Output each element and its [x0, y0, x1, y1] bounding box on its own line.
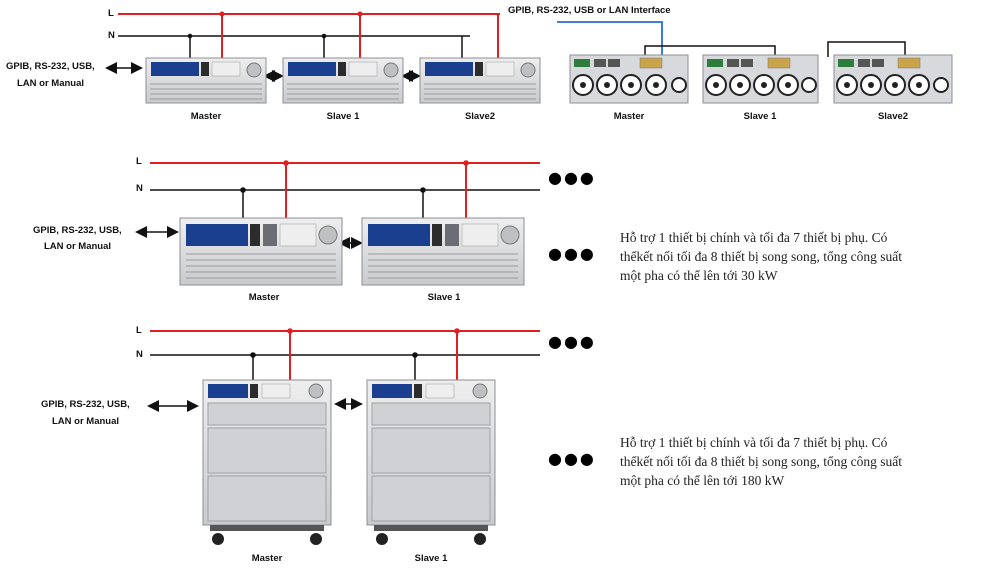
control-arrows: [105, 62, 421, 412]
caption-r2-master: Master: [248, 292, 280, 303]
row1-power-lines: [118, 11, 500, 58]
caption-r1-master: Master: [190, 111, 222, 122]
caption-r2-slave1: Slave 1: [427, 292, 461, 303]
description-30kw-line1: Hỗ trợ 1 thiết bị chính và tối đa 7 thiế…: [620, 230, 888, 245]
line-n-label-r1: N: [108, 30, 115, 41]
more-units-ellipsis-r3: ●●●: [548, 449, 596, 468]
description-30kw-line3: một pha có thể lên tới 30 kW: [620, 268, 778, 283]
control-label-r3-line1: GPIB, RS-232, USB,: [41, 399, 130, 410]
control-label-r1-line1: GPIB, RS-232, USB,: [6, 61, 95, 72]
unit-r1-slave2: [419, 57, 541, 104]
rear-unit-slave1: [702, 54, 819, 104]
description-180kw-line1: Hỗ trợ 1 thiết bị chính và tối đa 7 thiế…: [620, 435, 888, 450]
control-label-r2-line1: GPIB, RS-232, USB,: [33, 225, 122, 236]
caption-r3-slave1: Slave 1: [414, 553, 448, 564]
control-label-r2-line2: LAN or Manual: [44, 241, 112, 252]
interface-label: GPIB, RS-232, USB or LAN Interface: [508, 5, 671, 16]
unit-r1-slave1: [282, 57, 404, 104]
line-l-label-r2: L: [136, 156, 142, 167]
cabinet-r3-master: [202, 379, 332, 545]
unit-r2-master: [179, 217, 343, 286]
rear-unit-master: [569, 54, 689, 104]
row2-power-lines: [150, 160, 540, 220]
caption-r3-master: Master: [251, 553, 283, 564]
caption-rear-slave1: Slave 1: [743, 111, 777, 122]
caption-rear-master: Master: [613, 111, 645, 122]
more-units-ellipsis-r3-top: ●●●: [548, 332, 596, 351]
line-l-label-r1: L: [108, 8, 114, 19]
rear-unit-slave2: [833, 54, 953, 104]
description-180kw-line3: một pha có thể lên tới 180 kW: [620, 473, 785, 488]
more-units-ellipsis-r2: ●●●: [548, 244, 596, 263]
more-units-ellipsis-r2-top: ●●●: [548, 168, 596, 187]
description-180kw-line2: thểkết nối tối đa 8 thiết bị song song, …: [620, 454, 902, 469]
unit-r2-slave1: [361, 217, 525, 286]
caption-r1-slave2: Slave2: [464, 111, 496, 122]
line-n-label-r2: N: [136, 183, 143, 194]
control-label-r3-line2: LAN or Manual: [52, 416, 120, 427]
caption-rear-slave2: Slave2: [877, 111, 909, 122]
line-l-label-r3: L: [136, 325, 142, 336]
row3-power-lines: [150, 328, 540, 382]
description-30kw: Hỗ trợ 1 thiết bị chính và tối đa 7 thiế…: [620, 228, 956, 285]
cabinet-r3-slave1: [366, 379, 496, 545]
description-180kw: Hỗ trợ 1 thiết bị chính và tối đa 7 thiế…: [620, 433, 956, 490]
line-n-label-r3: N: [136, 349, 143, 360]
control-label-r1-line2: LAN or Manual: [17, 78, 85, 89]
description-30kw-line2: thểkết nối tối đa 8 thiết bị song song, …: [620, 249, 902, 264]
caption-r1-slave1: Slave 1: [326, 111, 360, 122]
unit-r1-master: [145, 57, 267, 104]
